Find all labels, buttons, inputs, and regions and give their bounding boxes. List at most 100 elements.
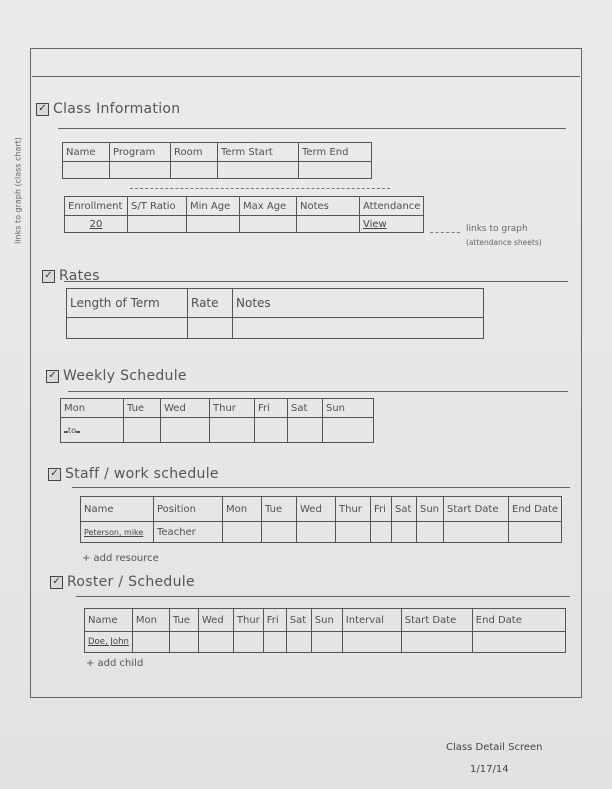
graph-annotation-sub: (attendance sheets) bbox=[466, 238, 542, 247]
class-info-title: Class Information bbox=[53, 101, 181, 117]
col-staff-name: Name bbox=[80, 496, 154, 522]
graph-annotation: links to graph bbox=[466, 224, 528, 234]
collapse-checkbox-icon[interactable]: ✓ bbox=[42, 269, 55, 283]
col-fri: Fri bbox=[254, 398, 288, 418]
col-staff-mon: Mon bbox=[222, 496, 262, 522]
staff-tue-cell[interactable] bbox=[261, 521, 297, 543]
col-staff-start-date: Start Date bbox=[443, 496, 509, 522]
roster-divider bbox=[76, 596, 570, 597]
weekly-schedule-title: Weekly Schedule bbox=[63, 368, 187, 384]
roster-interval-cell[interactable] bbox=[341, 631, 402, 653]
thur-cell[interactable] bbox=[209, 417, 255, 443]
max-age-cell[interactable] bbox=[239, 215, 297, 233]
col-attendance: Attendance bbox=[358, 196, 425, 216]
col-term-start: Term Start bbox=[217, 142, 299, 162]
staff-table: Name Position Mon Tue Wed Thur Fri Sat S… bbox=[80, 496, 563, 543]
staff-wed-cell[interactable] bbox=[296, 521, 336, 543]
end-time-field[interactable] bbox=[76, 430, 81, 433]
collapse-checkbox-icon[interactable]: ✓ bbox=[36, 102, 49, 116]
col-roster-sun: Sun bbox=[310, 608, 343, 632]
col-staff-sun: Sun bbox=[416, 496, 444, 522]
roster-section: ✓ Roster / Schedule bbox=[50, 574, 195, 590]
roster-end-date-cell[interactable] bbox=[471, 631, 566, 653]
col-roster-sat: Sat bbox=[285, 608, 312, 632]
tue-cell[interactable] bbox=[123, 417, 161, 443]
col-min-age: Min Age bbox=[186, 196, 240, 216]
st-ratio-cell[interactable] bbox=[127, 215, 187, 233]
start-time-field[interactable] bbox=[64, 430, 68, 433]
roster-sat-cell[interactable] bbox=[285, 631, 312, 653]
rates-table: Length of Term Rate Notes bbox=[66, 288, 484, 339]
enrollment-link[interactable]: 20 bbox=[89, 218, 103, 230]
class-info-divider bbox=[58, 128, 566, 129]
weekly-schedule-divider bbox=[68, 391, 568, 392]
col-roster-mon: Mon bbox=[131, 608, 170, 632]
col-mon: Mon bbox=[60, 398, 124, 418]
col-st-ratio: S/T Ratio bbox=[127, 196, 187, 216]
col-rate-notes: Notes bbox=[232, 288, 484, 318]
staff-sun-cell[interactable] bbox=[416, 521, 444, 543]
rate-notes-cell[interactable] bbox=[232, 317, 484, 339]
side-annotation: links to graph (class chart) bbox=[13, 137, 23, 244]
class-stats-table: Enrollment S/T Ratio Min Age Max Age Not… bbox=[64, 196, 425, 233]
room-cell[interactable] bbox=[170, 161, 218, 179]
roster-fri-cell[interactable] bbox=[262, 631, 287, 653]
col-thur: Thur bbox=[209, 398, 255, 418]
class-info-section: ✓ Class Information bbox=[36, 101, 180, 117]
staff-name-link[interactable]: Peterson, mike bbox=[84, 527, 144, 537]
min-age-cell[interactable] bbox=[186, 215, 240, 233]
weekly-schedule-section: ✓ Weekly Schedule bbox=[46, 368, 187, 384]
roster-start-date-cell[interactable] bbox=[400, 631, 473, 653]
mon-time-cell[interactable]: to bbox=[60, 417, 124, 443]
col-name: Name bbox=[62, 142, 110, 162]
time-separator: to bbox=[68, 425, 77, 435]
rates-divider bbox=[64, 281, 568, 282]
col-roster-thur: Thur bbox=[232, 608, 264, 632]
col-staff-tue: Tue bbox=[261, 496, 297, 522]
term-start-cell[interactable] bbox=[217, 161, 299, 179]
col-roster-start-date: Start Date bbox=[400, 608, 473, 632]
staff-start-date-cell[interactable] bbox=[443, 521, 509, 543]
wed-cell[interactable] bbox=[160, 417, 210, 443]
collapse-checkbox-icon[interactable]: ✓ bbox=[50, 575, 63, 589]
col-sat: Sat bbox=[287, 398, 323, 418]
collapse-checkbox-icon[interactable]: ✓ bbox=[46, 369, 59, 383]
name-cell[interactable] bbox=[62, 161, 110, 179]
roster-mon-cell[interactable] bbox=[131, 631, 170, 653]
roster-thur-cell[interactable] bbox=[232, 631, 264, 653]
staff-fri-cell[interactable] bbox=[370, 521, 392, 543]
program-cell[interactable] bbox=[109, 161, 171, 179]
roster-wed-cell[interactable] bbox=[197, 631, 234, 653]
roster-title: Roster / Schedule bbox=[67, 574, 195, 590]
col-roster-tue: Tue bbox=[168, 608, 199, 632]
col-wed: Wed bbox=[160, 398, 210, 418]
length-of-term-cell[interactable] bbox=[66, 317, 188, 339]
notes-cell[interactable] bbox=[296, 215, 360, 233]
staff-section: ✓ Staff / work schedule bbox=[48, 466, 219, 482]
add-child-link[interactable]: + add child bbox=[86, 658, 144, 669]
add-resource-link[interactable]: + add resource bbox=[82, 553, 159, 564]
staff-mon-cell[interactable] bbox=[222, 521, 262, 543]
collapse-checkbox-icon[interactable]: ✓ bbox=[48, 467, 61, 481]
staff-end-date-cell[interactable] bbox=[507, 521, 563, 543]
col-interval: Interval bbox=[341, 608, 402, 632]
staff-position-cell[interactable]: Teacher bbox=[153, 521, 223, 543]
roster-sun-cell[interactable] bbox=[310, 631, 343, 653]
attendance-view-link[interactable]: View bbox=[363, 218, 387, 230]
rate-cell[interactable] bbox=[187, 317, 233, 339]
col-roster-wed: Wed bbox=[197, 608, 234, 632]
sat-cell[interactable] bbox=[287, 417, 323, 443]
fri-cell[interactable] bbox=[254, 417, 288, 443]
sun-cell[interactable] bbox=[322, 417, 374, 443]
dashed-connector bbox=[130, 188, 390, 189]
screen-frame bbox=[30, 48, 582, 698]
col-enrollment: Enrollment bbox=[64, 196, 128, 216]
child-name-link[interactable]: Doe, John bbox=[88, 637, 129, 647]
col-roster-end-date: End Date bbox=[471, 608, 566, 632]
screen-name-caption: Class Detail Screen bbox=[446, 742, 543, 753]
roster-tue-cell[interactable] bbox=[168, 631, 199, 653]
staff-thur-cell[interactable] bbox=[335, 521, 371, 543]
term-end-cell[interactable] bbox=[298, 161, 372, 179]
staff-sat-cell[interactable] bbox=[391, 521, 417, 543]
